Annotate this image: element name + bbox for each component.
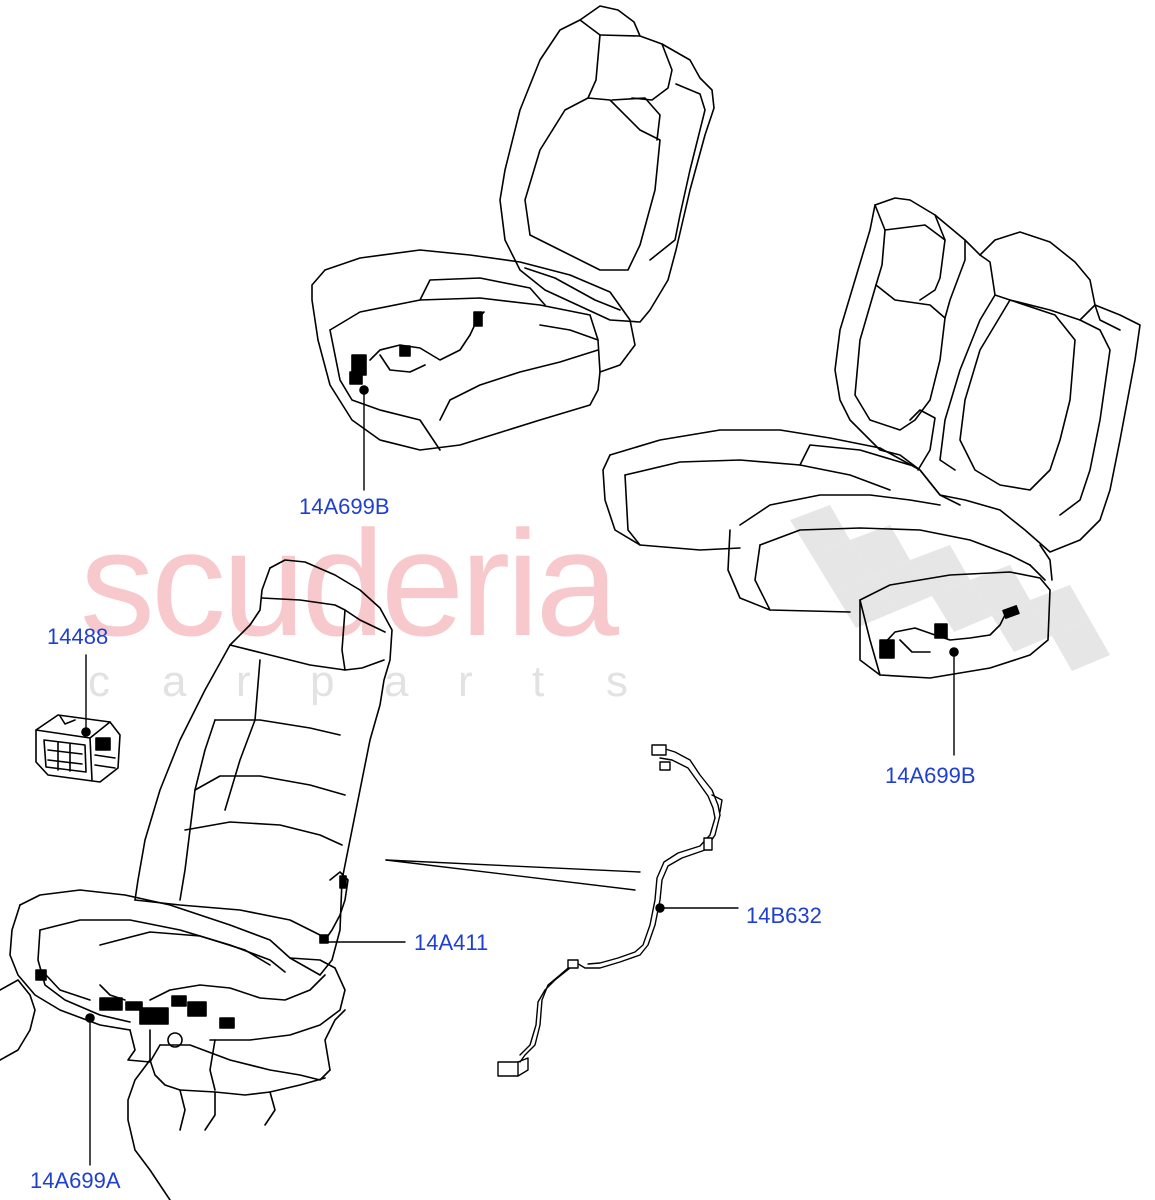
checkered-flag-watermark xyxy=(790,505,1110,671)
watermark-letter: c xyxy=(88,657,110,706)
watermark-letter: t xyxy=(532,657,545,706)
watermark-letter: a xyxy=(162,657,187,706)
callout-label-14a411: 14A411 xyxy=(414,930,489,955)
leader-lines xyxy=(85,389,955,1166)
leader-line xyxy=(385,859,636,891)
front-seat xyxy=(0,559,393,1200)
leader-line xyxy=(385,859,641,873)
watermark-letter: r xyxy=(236,657,251,706)
watermark-letter: r xyxy=(458,657,473,706)
link-harness-part xyxy=(497,744,723,1077)
rear-seat-single xyxy=(311,5,715,451)
module-part xyxy=(35,714,121,783)
callout-label-14a699b-top: 14A699B xyxy=(299,494,390,519)
rear-seat-double xyxy=(602,197,1141,679)
callout-label-14a699b-right: 14A699B xyxy=(885,763,976,788)
callout-label-14b632: 14B632 xyxy=(746,903,822,928)
callout-label-14488: 14488 xyxy=(47,624,109,649)
watermark-letter: s xyxy=(606,657,628,706)
callout-label-14a699a: 14A699A xyxy=(30,1168,121,1193)
